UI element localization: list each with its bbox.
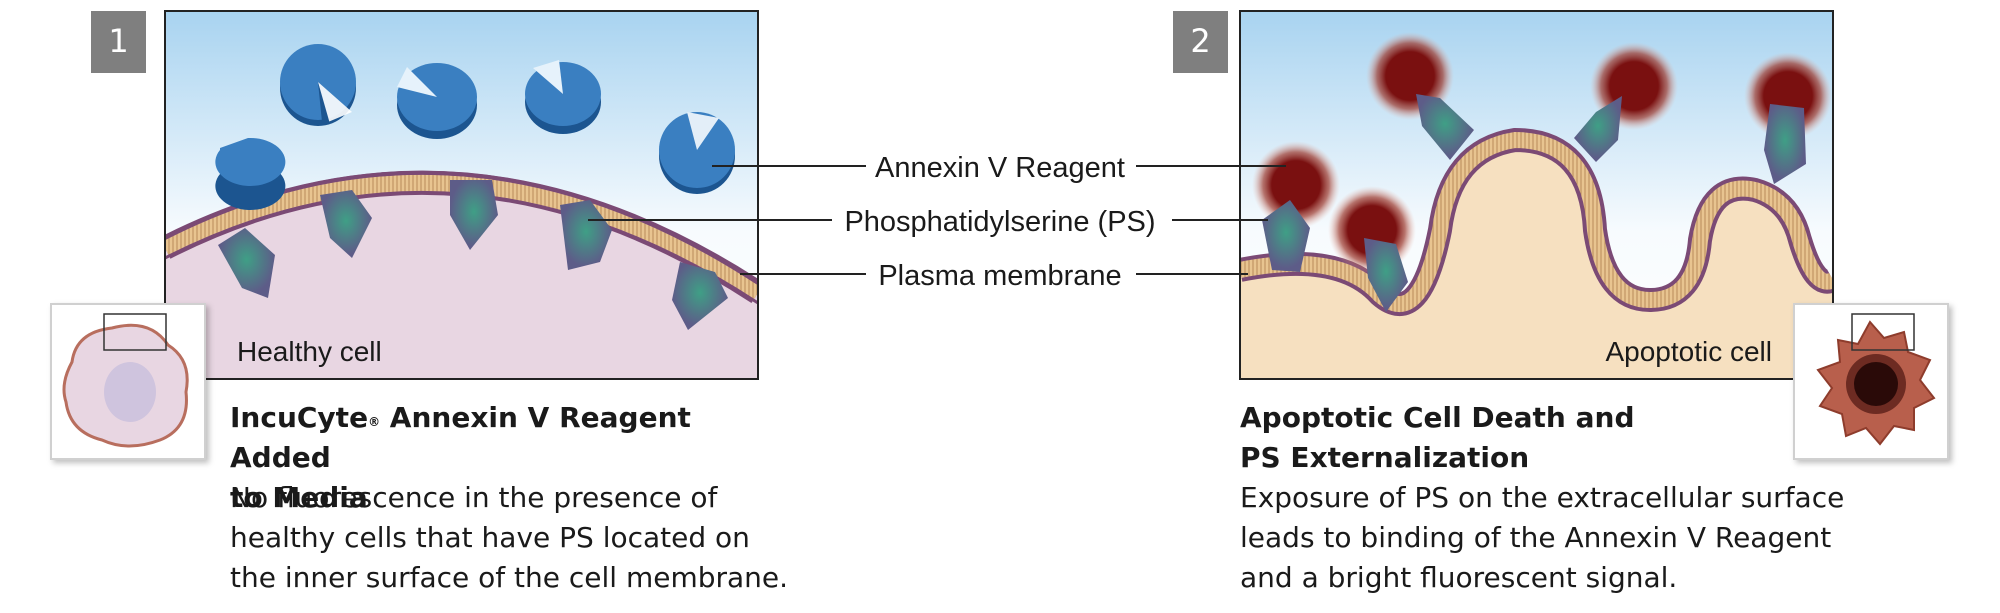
ps-molecule <box>1764 104 1806 184</box>
panel2-description: Exposure of PS on the extracellular surf… <box>1240 478 1880 598</box>
step-number-2: 2 <box>1190 22 1210 60</box>
annexin-molecule <box>280 44 356 126</box>
ps-molecule <box>218 228 275 298</box>
legend-ps-label: Phosphatidylserine (PS) <box>844 206 1155 238</box>
panel2-desc-line: leads to binding of the Annexin V Reagen… <box>1240 521 1832 554</box>
panel2-title: Apoptotic Cell Death and PS Externalizat… <box>1240 398 1840 478</box>
panel2-desc-line: Exposure of PS on the extracellular surf… <box>1240 481 1845 514</box>
step-number-1: 1 <box>108 22 128 60</box>
annexin-bound <box>1744 52 1832 140</box>
panel1-title-brand: IncuCyte <box>230 401 369 434</box>
apoptotic-cell-inset <box>1793 303 1949 460</box>
step-badge-1 <box>91 11 146 73</box>
step-badge-2 <box>1173 11 1228 73</box>
ps-molecule <box>672 262 728 330</box>
panel2-title-line2: PS Externalization <box>1240 441 1530 474</box>
annexin-molecule <box>525 60 601 134</box>
ps-molecule <box>1416 94 1474 160</box>
ps-molecule <box>320 190 372 258</box>
panel2-frame <box>1239 10 1834 380</box>
healthy-nucleus <box>104 362 156 422</box>
healthy-cell-label: Healthy cell <box>237 336 382 367</box>
ps-annexin-complexes <box>1252 32 1832 312</box>
apoptotic-cell-label: Apoptotic cell <box>1605 336 1772 367</box>
legend-annexin-label: Annexin V Reagent <box>875 152 1125 184</box>
panel-apoptotic-cell: Apoptotic cell <box>1239 10 1834 380</box>
legend-membrane-label: Plasma membrane <box>878 260 1121 292</box>
ps-molecule <box>1574 96 1622 162</box>
ps-molecule <box>1262 200 1310 272</box>
annexin-molecule <box>397 63 477 139</box>
annexin-molecule <box>659 112 735 194</box>
panel2-desc-line: and a bright fluorescent signal. <box>1240 561 1678 594</box>
panel2-title-line1: Apoptotic Cell Death and <box>1240 401 1635 434</box>
healthy-cell-inset <box>50 303 206 460</box>
annexin-molecule <box>215 137 286 210</box>
panel1-title-rest: Annexin V Reagent Added <box>230 401 691 474</box>
panel1-title-reg: ® <box>368 415 381 429</box>
annexin-reagents-unbound <box>215 44 735 210</box>
annexin-bound <box>1252 141 1340 229</box>
panel1-description: No fluorescence in the presence of healt… <box>230 478 790 598</box>
ps-molecule <box>450 180 498 250</box>
panel1-title-line2: to Media <box>230 481 368 514</box>
ps-molecule <box>1364 238 1408 312</box>
panel-healthy-cell: Healthy cell <box>164 10 759 380</box>
ps-molecule <box>560 200 612 270</box>
panel1-desc-line: healthy cells that have PS located on <box>230 521 750 554</box>
panel1-desc-line: the inner surface of the cell membrane. <box>230 561 789 594</box>
callout-lines <box>588 165 1286 275</box>
panel1-frame <box>164 10 759 380</box>
panel1-title: IncuCyte® Annexin V Reagent Added to Med… <box>230 398 790 518</box>
panel1-desc-line: No fluorescence in the presence of <box>230 481 718 514</box>
ps-molecules-inner <box>218 180 728 330</box>
